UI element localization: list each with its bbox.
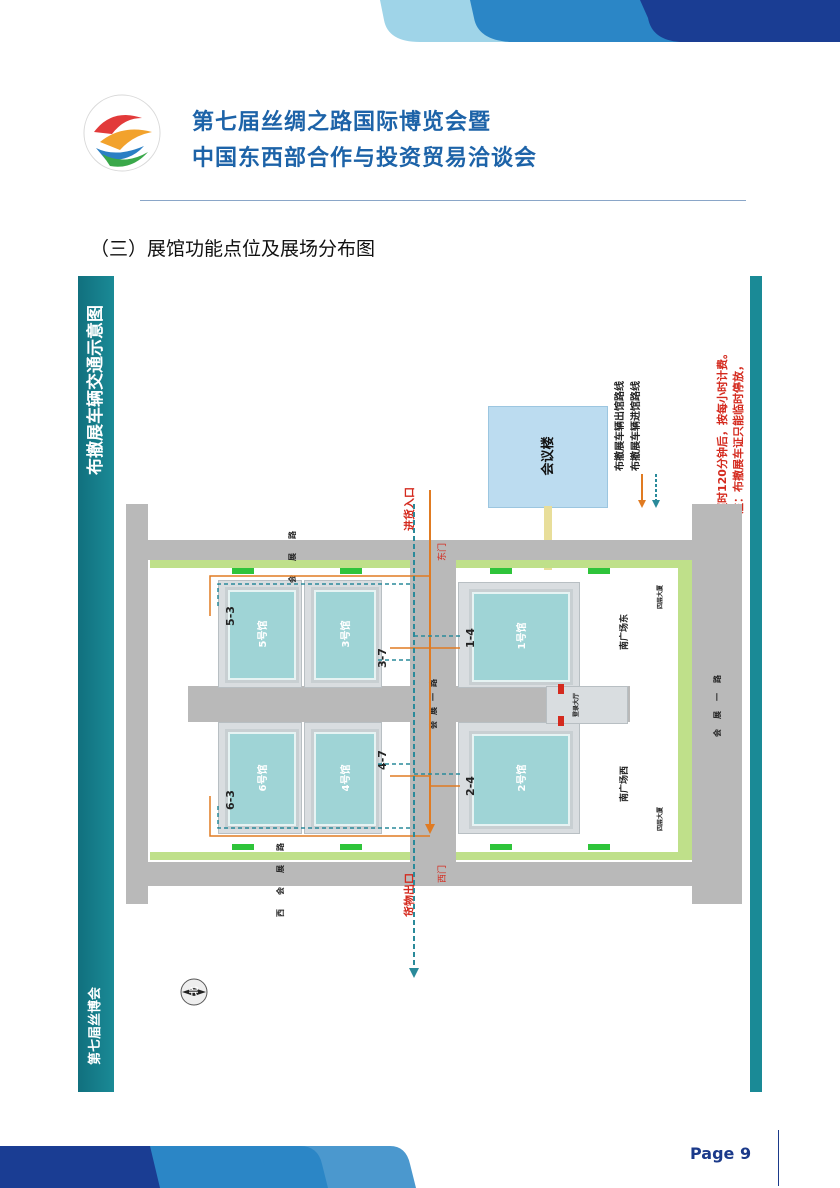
green-belt-north-east — [456, 560, 692, 568]
hall-6 — [228, 732, 296, 826]
meeting-building — [488, 406, 608, 508]
hall-1 — [472, 592, 570, 682]
page-number: Page 9 — [690, 1144, 752, 1163]
compass-icon — [180, 978, 208, 1006]
hall-4 — [314, 732, 376, 826]
panel-right-bar — [750, 276, 762, 1092]
hall-2 — [472, 734, 570, 826]
road-east — [692, 504, 742, 904]
silk-road-expo-logo — [83, 94, 161, 172]
green-belt-south-east — [456, 852, 692, 860]
header-title-line1: 第七届丝绸之路国际博览会暨 — [192, 110, 492, 135]
bottom-banner — [0, 1146, 416, 1188]
legend-arrows — [638, 474, 660, 508]
vehicle-routes — [209, 490, 610, 978]
road-north — [126, 540, 692, 560]
panel-title-bar — [78, 276, 114, 1092]
green-belt-east — [678, 568, 692, 852]
road-south — [126, 862, 742, 886]
compass-label: 北 — [190, 986, 200, 996]
hall-5 — [228, 590, 296, 680]
top-banner — [380, 0, 840, 42]
map-panel: 布撤展车辆交通示意图 第七届丝博会 注：布撤展车证只能临时停放， 超时120分钟… — [78, 276, 762, 1092]
meeting-walkway — [544, 506, 552, 570]
green-belt-south-west — [150, 852, 410, 860]
road-west — [126, 504, 148, 904]
page-number-divider — [778, 1130, 779, 1186]
section-heading: （三）展馆功能点位及展场分布图 — [90, 238, 376, 260]
header-title-line2: 中国东西部合作与投资贸易洽谈会 — [192, 146, 538, 171]
hall-3 — [314, 590, 376, 680]
header-divider — [140, 200, 746, 201]
green-belt-north-west — [150, 560, 410, 568]
